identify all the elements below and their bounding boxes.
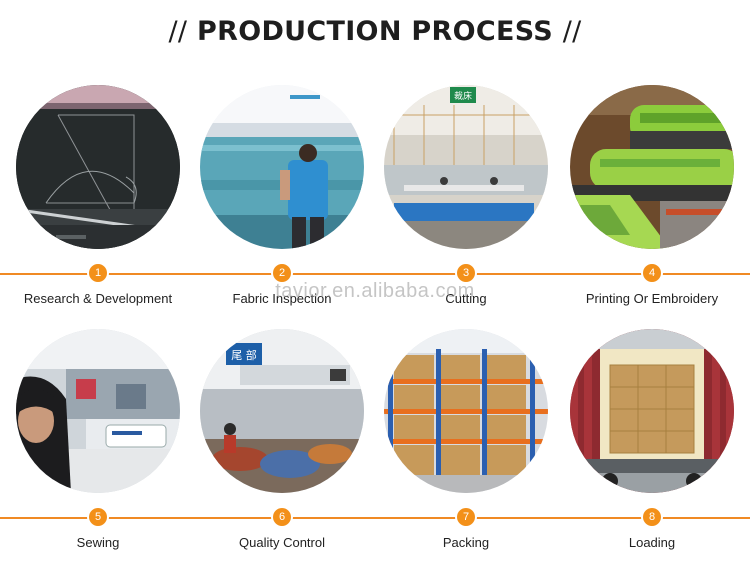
step-badge-2: 2: [271, 262, 293, 284]
step-badge-6: 6: [271, 506, 293, 528]
cutting-sign: 裁床: [454, 90, 472, 102]
step-badge-8: 8: [641, 506, 663, 528]
step-badge-7: 7: [455, 506, 477, 528]
step-label-8: Loading: [628, 535, 676, 550]
step-badge-5: 5: [87, 506, 109, 528]
loading-photo: [570, 329, 734, 493]
research-development-photo: [16, 85, 180, 249]
step-label-2: Fabric Inspection: [232, 291, 332, 306]
watermark: tavior.en.alibaba.com: [275, 280, 475, 302]
step-badge-3: 3: [455, 262, 477, 284]
step-label-7: Packing: [442, 535, 490, 550]
packing-photo: [384, 329, 548, 493]
step-label-3: Cutting: [445, 291, 487, 306]
step-badge-4: 4: [641, 262, 663, 284]
title-suffix: //: [562, 16, 582, 47]
printing-photo: [570, 85, 734, 249]
sewing-photo: [16, 329, 180, 493]
step-label-5: Sewing: [76, 535, 120, 550]
step-label-1: Research & Development: [23, 291, 173, 306]
qc-sign: 尾 部: [231, 348, 257, 362]
fabric-inspection-photo: [200, 85, 364, 249]
step-label-6: Quality Control: [239, 535, 325, 550]
title-prefix: //: [168, 16, 188, 47]
cutting-photo: 裁床: [384, 85, 548, 249]
step-label-4: Printing Or Embroidery: [585, 291, 719, 306]
step-badge-1: 1: [87, 262, 109, 284]
quality-control-photo: 尾 部: [200, 329, 364, 493]
title-text: PRODUCTION PROCESS: [197, 16, 553, 47]
timeline-line-top: [0, 273, 750, 275]
page-title: // PRODUCTION PROCESS //: [0, 16, 750, 47]
timeline-line-bottom: [0, 517, 750, 519]
